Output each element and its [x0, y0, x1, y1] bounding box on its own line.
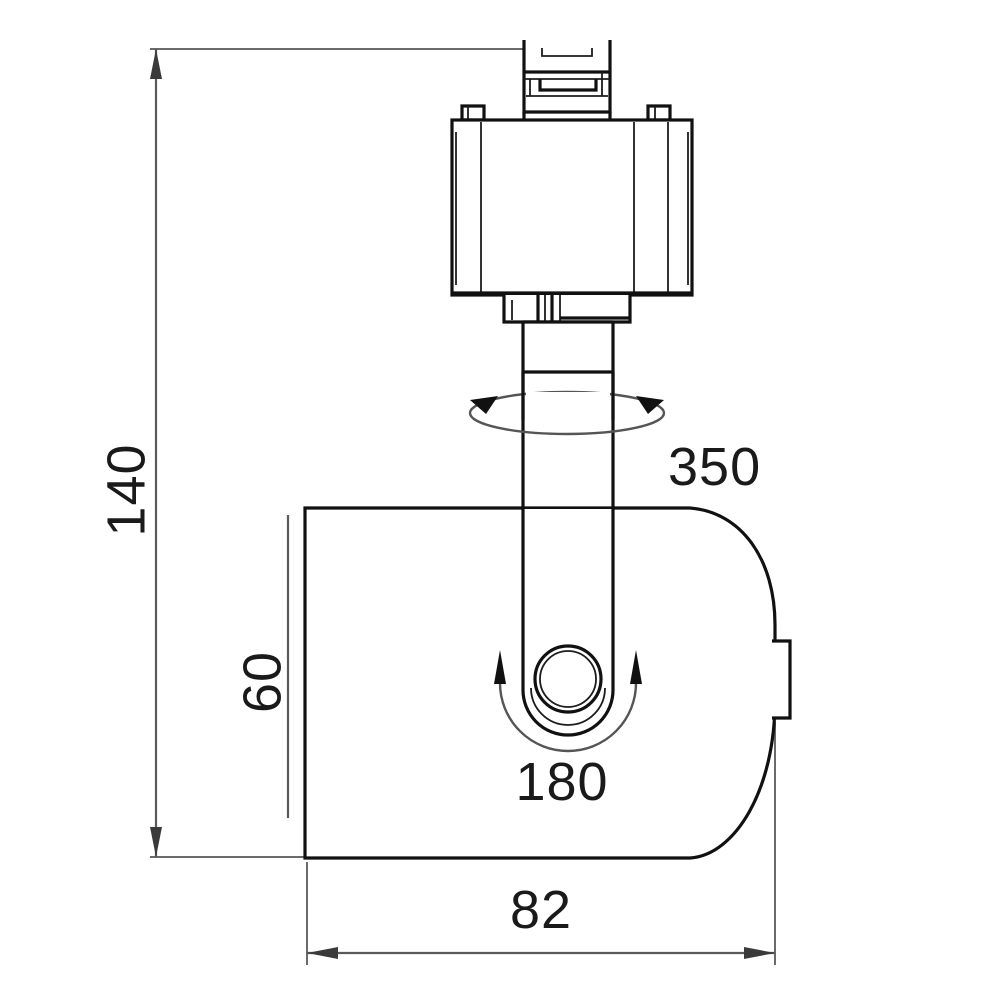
- rotation-180-arrow-right: [630, 650, 642, 684]
- dimension-60-group: 60: [232, 515, 292, 818]
- rotation-180-arrow-left: [494, 650, 506, 684]
- housing-ear-left: [460, 104, 486, 122]
- stem-arm-front: [521, 508, 615, 737]
- pivot-circle-outer: [533, 644, 603, 714]
- rotation-350-group: 350: [468, 372, 761, 497]
- dimension-140-arrow-bottom: [150, 827, 162, 857]
- rotation-350-label: 350: [668, 437, 761, 497]
- rotation-180-group: 180: [494, 650, 642, 812]
- housing-ear-right: [646, 104, 672, 122]
- dimension-140-group: 140: [96, 48, 566, 858]
- dimension-82-arrow-left: [307, 947, 338, 959]
- rotation-180-label: 180: [515, 752, 608, 812]
- pivot-joint: [533, 644, 603, 714]
- dimension-140-arrow-top: [150, 49, 162, 79]
- driver-housing: [450, 104, 694, 297]
- dimension-60-label: 60: [232, 651, 292, 713]
- pivot-circle-inner: [539, 650, 597, 708]
- track-adapter: [522, 40, 612, 120]
- dimension-82-group: 82: [306, 722, 776, 965]
- side-tab: [772, 639, 792, 720]
- housing-collar: [502, 295, 632, 324]
- rotation-350-arrow-right: [636, 396, 664, 414]
- dimension-140-label: 140: [96, 443, 156, 536]
- side-tab-outline: [772, 639, 792, 720]
- dimension-82-label: 82: [510, 880, 572, 940]
- rotation-350-arrow-left: [470, 396, 498, 414]
- rotation-180-arc: [498, 682, 638, 753]
- dimension-82-arrow-right: [744, 947, 775, 959]
